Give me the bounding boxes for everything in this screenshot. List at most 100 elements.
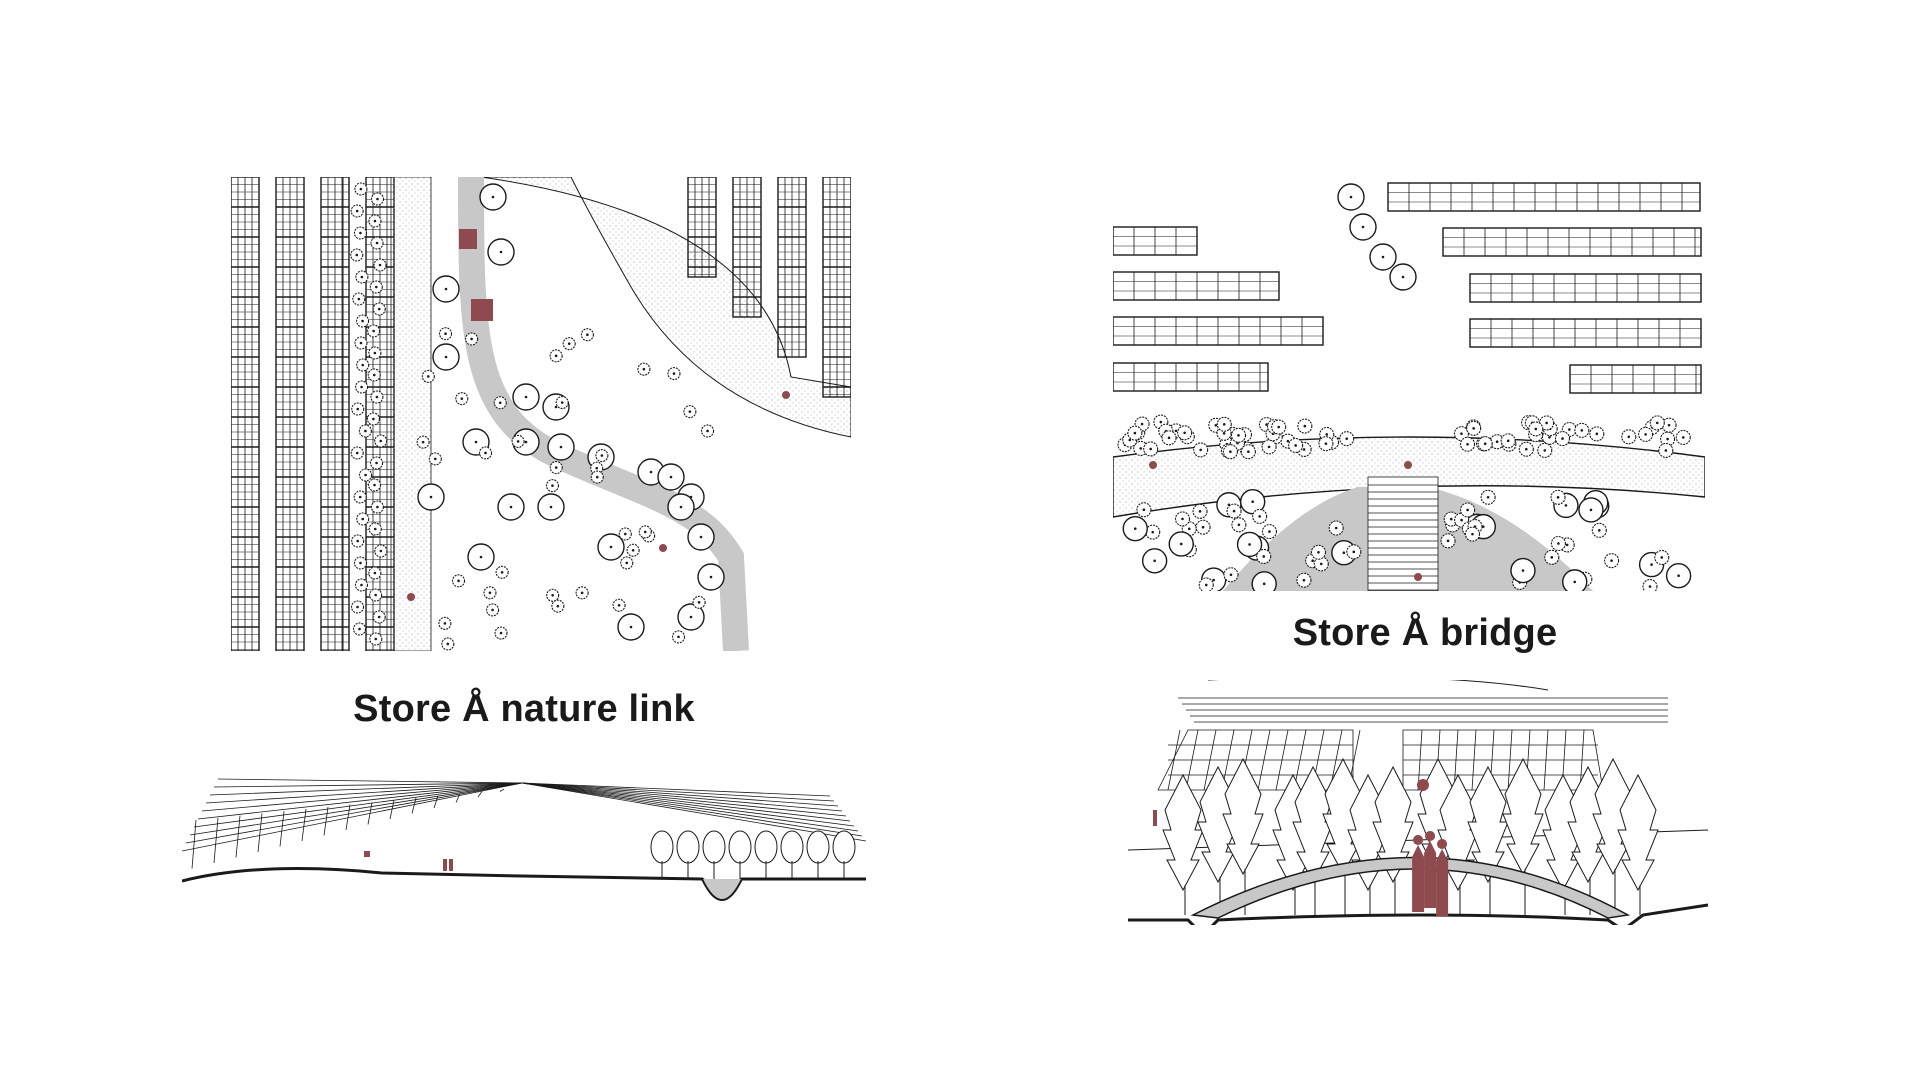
perspective-line <box>521 782 835 802</box>
tree-trunk-dot <box>379 549 383 553</box>
tree-trunk-dot <box>551 593 554 597</box>
tree-elevation <box>754 830 778 864</box>
panel-divider <box>345 804 351 831</box>
poplar-tree <box>1372 765 1414 884</box>
tree-trunk-dot <box>1677 574 1680 577</box>
gravel-path <box>390 177 432 651</box>
nature-link-title: Store Å nature link <box>353 688 695 730</box>
pavilion-red <box>471 299 493 321</box>
tree-trunk-dot <box>623 532 627 536</box>
tree-trunk-dot <box>1595 432 1599 436</box>
tree-trunk-dot <box>443 622 447 625</box>
solar-panel-outline <box>1387 182 1701 212</box>
tree-trunk-dot <box>643 530 647 534</box>
tree-icon <box>1562 569 1588 591</box>
tree-trunk-dot <box>580 591 584 595</box>
tree-elevation <box>676 830 700 864</box>
tree-trunk-dot <box>1506 439 1510 443</box>
panel-divider <box>477 791 483 798</box>
poplar-tree <box>1502 757 1544 876</box>
person-red <box>443 859 447 871</box>
tree-trunk-dot <box>1149 447 1152 451</box>
tree-trunk-dot <box>1655 421 1659 425</box>
tree-trunk-dot <box>560 401 564 404</box>
tree-trunk-dot <box>433 457 437 461</box>
poplar-tree <box>1222 757 1264 876</box>
tree-trunk-dot <box>1183 431 1186 435</box>
solar-panel-perspective <box>182 778 866 869</box>
tree-trunk-dot <box>361 363 365 367</box>
solar-panel-row <box>1569 364 1702 394</box>
solar-panel-outline <box>1569 364 1702 394</box>
tree-trunk-dot <box>374 637 378 641</box>
tree-trunk-dot <box>554 466 558 469</box>
tree-trunk-dot <box>1556 496 1560 499</box>
bridge-arch <box>1190 856 1631 919</box>
tree-trunk-dot <box>421 440 425 444</box>
tree-trunk-dot <box>355 209 359 213</box>
tree-trunk-dot <box>1204 583 1208 587</box>
perspective-line <box>521 782 859 832</box>
poplar-tree <box>1467 765 1509 884</box>
tree-trunk-dot <box>1237 434 1240 437</box>
tree-trunk-dot <box>1311 559 1314 563</box>
solar-panel-outline <box>1469 318 1702 348</box>
tree-trunk-dot <box>706 429 709 433</box>
person-red <box>1424 831 1437 908</box>
tree-trunk-dot <box>1460 432 1463 435</box>
tree-trunk-dot <box>1237 523 1241 527</box>
tree-trunk-dot <box>372 417 375 421</box>
tree-trunk-dot <box>460 397 464 400</box>
tree-trunk-dot <box>1648 585 1652 588</box>
tree-trunk-dot <box>1214 423 1218 427</box>
tree-trunk-dot <box>470 337 473 341</box>
tree-trunk-dot <box>1334 526 1338 530</box>
tree-trunk-dot <box>1198 510 1202 513</box>
tree-trunk-dot <box>1449 517 1453 521</box>
person-red <box>1414 573 1422 581</box>
tree-trunk-dot <box>1222 422 1226 426</box>
tree-trunk-dot <box>689 615 693 619</box>
tree-trunk-dot <box>1573 580 1577 584</box>
tree-trunk-dot <box>372 329 375 333</box>
tree-trunk-dot <box>1650 563 1653 566</box>
tree-trunk-dot <box>360 583 363 587</box>
tree-trunk-dot <box>373 571 377 575</box>
tree-trunk-dot <box>375 461 378 465</box>
tree-trunk-dot <box>1167 436 1171 440</box>
tree-trunk-dot <box>499 250 503 254</box>
solar-panel-outline <box>1113 362 1269 392</box>
panel-divider <box>257 813 263 853</box>
tree-trunk-dot <box>1133 527 1137 530</box>
tree-trunk-dot <box>1201 525 1205 529</box>
tree-trunk-dot <box>524 440 528 444</box>
tree-trunk-dot <box>1139 447 1143 450</box>
tree-trunk-dot <box>446 642 450 646</box>
tree-elevation <box>806 830 830 864</box>
tree-trunk-dot <box>1159 420 1163 424</box>
tree-trunk-dot <box>699 535 703 539</box>
tree-elevation <box>780 830 804 864</box>
tree-trunk-dot <box>1325 433 1329 436</box>
tree-trunk-dot <box>377 615 381 619</box>
tree-trunk-dot <box>1302 448 1306 451</box>
tree-trunk-dot <box>1681 436 1685 439</box>
panel-divider <box>389 800 395 820</box>
tree-trunk-dot <box>1258 515 1261 518</box>
tree-trunk-dot <box>377 307 381 311</box>
panel-divider <box>367 802 373 825</box>
tree-trunk-dot <box>498 401 502 405</box>
panel-divider <box>235 815 241 858</box>
tree-trunk-dot <box>1303 424 1307 428</box>
tree-trunk-dot <box>709 575 713 579</box>
nature-link-site-plan <box>231 177 851 651</box>
solar-panel-row <box>275 177 305 651</box>
tree-trunk-dot <box>1174 429 1178 433</box>
tree-trunk-dot <box>1580 429 1584 432</box>
cyclist-red <box>1417 779 1429 791</box>
pavilion-red <box>459 229 477 249</box>
perspective-line <box>521 782 847 817</box>
tree-trunk-dot <box>360 385 363 389</box>
tree-trunk-dot <box>1495 440 1499 444</box>
tree-trunk-dot <box>1561 437 1564 440</box>
